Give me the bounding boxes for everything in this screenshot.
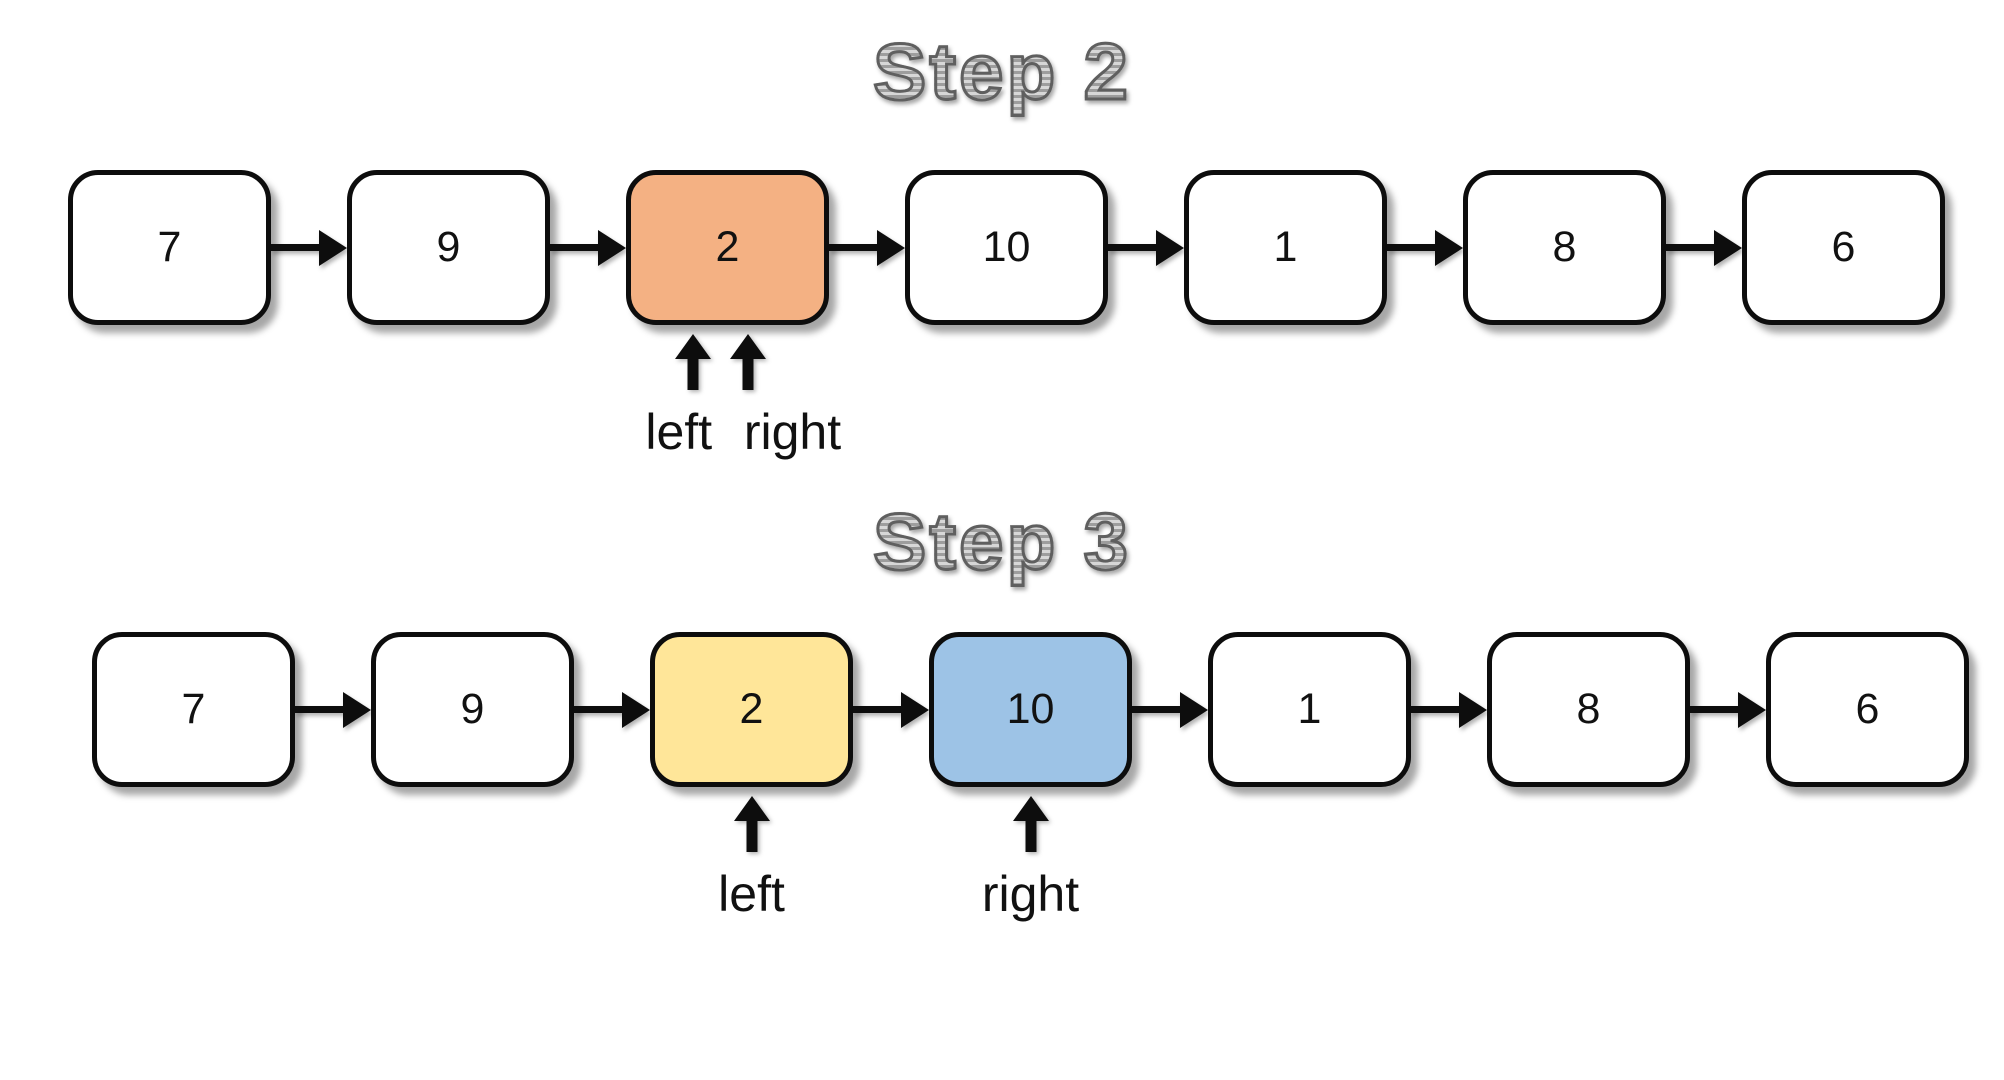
arrow-right-icon: [1666, 170, 1742, 325]
node-value: 10: [982, 223, 1031, 271]
list-node: 7: [68, 170, 271, 325]
list-node: 8: [1463, 170, 1666, 325]
list-node: 8: [1487, 632, 1690, 787]
node-value: 1: [1273, 223, 1298, 271]
list-node: 9: [371, 632, 574, 787]
left-pointer-label: left: [718, 866, 785, 922]
step2-node-wrap-4: 1: [1184, 170, 1387, 325]
step3-node-wrap-3: 10 right: [929, 632, 1132, 922]
step2-title: Step 2: [0, 26, 2004, 118]
node-value: 6: [1855, 685, 1880, 733]
step2-node-wrap-3: 10: [905, 170, 1108, 325]
right-pointer-label: right: [981, 866, 1080, 922]
step3-node-wrap-6: 6: [1766, 632, 1969, 787]
arrow-right-icon: [1108, 170, 1184, 325]
up-arrow-icon: [729, 334, 766, 390]
list-node: 6: [1742, 170, 1945, 325]
list-node: 1: [1184, 170, 1387, 325]
arrow-right-icon: [1690, 632, 1766, 787]
list-node-highlighted: 2: [626, 170, 829, 325]
list-node: 7: [92, 632, 295, 787]
list-node: 1: [1208, 632, 1411, 787]
step2-node-wrap-5: 8: [1463, 170, 1666, 325]
list-node: 10: [905, 170, 1108, 325]
step3-node-wrap-0: 7: [92, 632, 295, 787]
step2-list-row: 7 9 2 left right 10: [68, 170, 1945, 460]
step3-node-wrap-4: 1: [1208, 632, 1411, 787]
step2-node-wrap-2: 2 left right: [626, 170, 841, 460]
node-value: 2: [715, 223, 740, 271]
list-node: 6: [1766, 632, 1969, 787]
step3-title: Step 3: [0, 496, 2004, 588]
step2-node-wrap-0: 7: [68, 170, 271, 325]
arrow-right-icon: [550, 170, 626, 325]
arrow-right-icon: [1411, 632, 1487, 787]
up-arrow-icon: [1012, 796, 1049, 852]
node-value: 9: [460, 685, 485, 733]
step2-node-wrap-6: 6: [1742, 170, 1945, 325]
node-value: 9: [436, 223, 461, 271]
arrow-right-icon: [853, 632, 929, 787]
right-pointer-label: right: [743, 404, 842, 460]
arrow-right-icon: [574, 632, 650, 787]
step3-list-row: 7 9 2 left 10 right: [92, 632, 1969, 922]
list-node: 9: [347, 170, 550, 325]
list-node-right-highlighted: 10: [929, 632, 1132, 787]
node-value: 7: [181, 685, 206, 733]
node-value: 7: [157, 223, 182, 271]
node-value: 1: [1297, 685, 1322, 733]
left-pointer-label: left: [645, 404, 713, 460]
step3-node-wrap-2: 2 left: [650, 632, 853, 922]
list-node-left-highlighted: 2: [650, 632, 853, 787]
up-arrow-icon: [674, 334, 711, 390]
node-value: 6: [1831, 223, 1856, 271]
arrow-right-icon: [1132, 632, 1208, 787]
arrow-right-icon: [271, 170, 347, 325]
up-arrow-icon: [733, 796, 770, 852]
node-value: 10: [1006, 685, 1055, 733]
node-value: 8: [1576, 685, 1601, 733]
node-value: 2: [739, 685, 764, 733]
arrow-right-icon: [295, 632, 371, 787]
step2-node-wrap-1: 9: [347, 170, 550, 325]
arrow-right-icon: [1387, 170, 1463, 325]
step3-node-wrap-5: 8: [1487, 632, 1690, 787]
arrow-right-icon: [829, 170, 905, 325]
step3-node-wrap-1: 9: [371, 632, 574, 787]
node-value: 8: [1552, 223, 1577, 271]
